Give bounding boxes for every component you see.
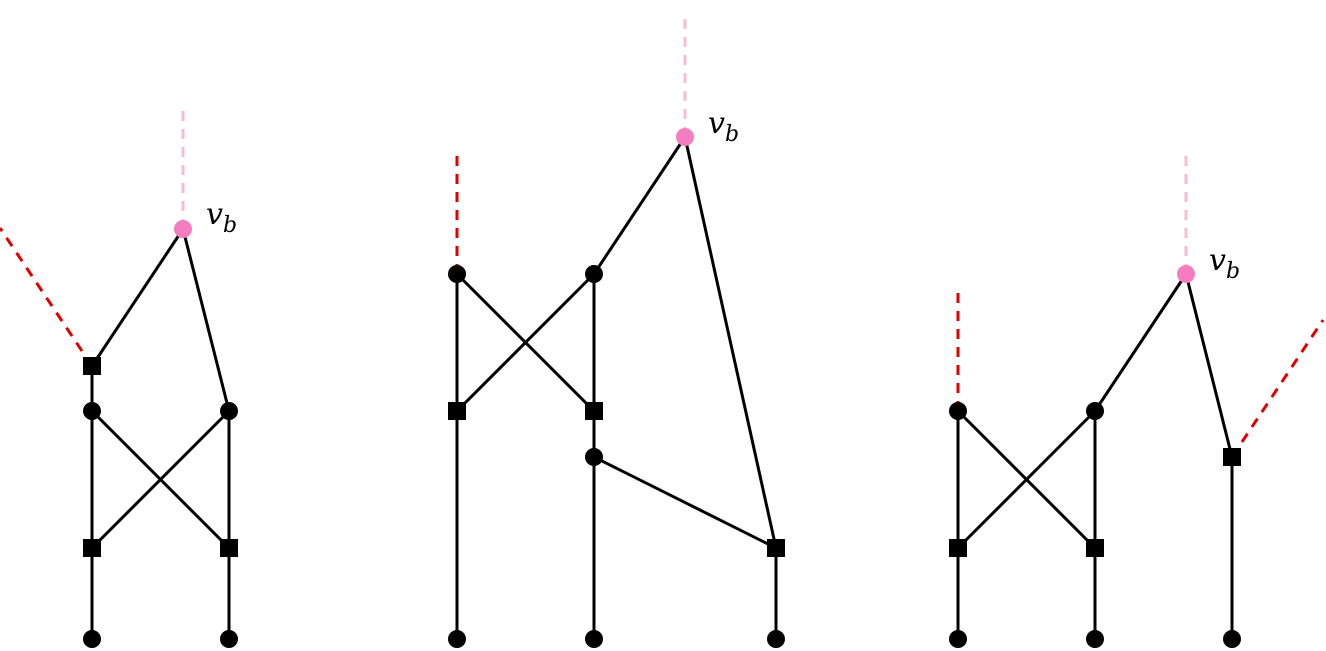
circle-node-b1 (83, 630, 101, 648)
square-node-r (1223, 448, 1241, 466)
graph-left: vb (0, 103, 238, 648)
edge-a2-q1 (455, 272, 596, 413)
square-node-s2 (1086, 539, 1104, 557)
vertex-label-vb: vb (708, 106, 739, 147)
circle-node-b1 (448, 630, 466, 648)
square-node-s1 (949, 539, 967, 557)
vertex-label-main: v (708, 106, 725, 141)
edge-vb-a2 (592, 135, 687, 276)
circle-node-b2 (585, 630, 603, 648)
square-node-q3 (767, 539, 785, 557)
half-edge-r (1230, 319, 1325, 458)
special-node-vb (174, 220, 192, 238)
square-node-s1 (83, 357, 101, 375)
edge-vb-c2 (181, 227, 231, 413)
special-node-vb (1177, 265, 1195, 283)
circle-node-b1 (949, 630, 967, 648)
graph-middle: vb (448, 13, 785, 648)
vertex-label-vb: vb (1209, 243, 1240, 284)
graph-right: vb (949, 150, 1325, 648)
edge-vb-s1 (90, 227, 185, 368)
circle-node-c2 (1086, 402, 1104, 420)
circle-node-c2 (220, 402, 238, 420)
circle-node-c1 (949, 402, 967, 420)
vertex-label-subscript: b (223, 213, 237, 238)
edge-vb-c2 (1093, 272, 1188, 413)
circle-node-b2 (1086, 630, 1104, 648)
circle-node-a1 (448, 265, 466, 283)
vertex-label-vb: vb (206, 197, 237, 238)
edge-c2-s2 (90, 409, 231, 550)
vertex-label-main: v (1209, 243, 1226, 278)
edge-m-q3 (592, 455, 778, 550)
circle-node-b3 (1223, 630, 1241, 648)
square-node-q1 (448, 402, 466, 420)
square-node-s2 (83, 539, 101, 557)
circle-node-m (585, 448, 603, 466)
special-node-vb (676, 128, 694, 146)
edge-vb-r (1184, 272, 1234, 459)
circle-node-b3 (767, 630, 785, 648)
square-node-s3 (220, 539, 238, 557)
vertex-label-subscript: b (1226, 259, 1240, 284)
edge-vb-q3 (683, 135, 778, 550)
circle-node-c1 (83, 402, 101, 420)
vertex-label-main: v (206, 197, 223, 232)
vertex-label-subscript: b (725, 122, 739, 147)
circle-node-b2 (220, 630, 238, 648)
square-node-q2 (585, 402, 603, 420)
circle-node-a2 (585, 265, 603, 283)
edge-c2-s1 (956, 409, 1097, 550)
half-edge-s1 (0, 227, 94, 367)
